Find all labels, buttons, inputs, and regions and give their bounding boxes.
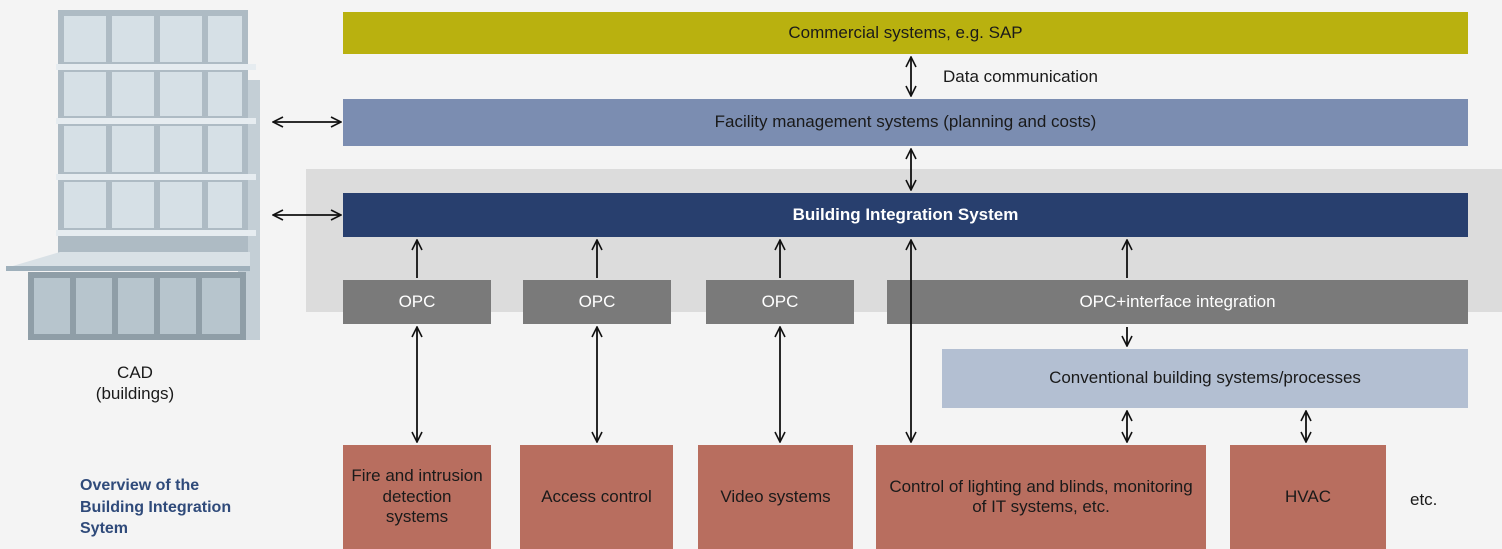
opc-interface-integration-box: OPC+interface integration [887,280,1468,324]
commercial-systems-box: Commercial systems, e.g. SAP [343,12,1468,54]
opc-box-access: OPC [523,280,671,324]
conventional-systems-box: Conventional building systems/processes [942,349,1468,408]
cad-label: CAD (buildings) [95,363,175,404]
hvac-box: HVAC [1230,445,1386,549]
fire-intrusion-box: Fire and intrusion detection systems [343,445,491,549]
opc-box-fire: OPC [343,280,491,324]
data-communication-label: Data communication [943,67,1098,86]
lighting-blinds-box: Control of lighting and blinds, monitori… [876,445,1206,549]
access-control-box: Access control [520,445,673,549]
facility-management-box: Facility management systems (planning an… [343,99,1468,146]
opc-box-video: OPC [706,280,854,324]
building-integration-system-box: Building Integration System [343,193,1468,237]
building-illustration [6,10,260,340]
etc-label: etc. [1410,490,1438,509]
diagram-caption: Overview of the Building Integration Syt… [80,477,232,538]
video-systems-box: Video systems [698,445,853,549]
